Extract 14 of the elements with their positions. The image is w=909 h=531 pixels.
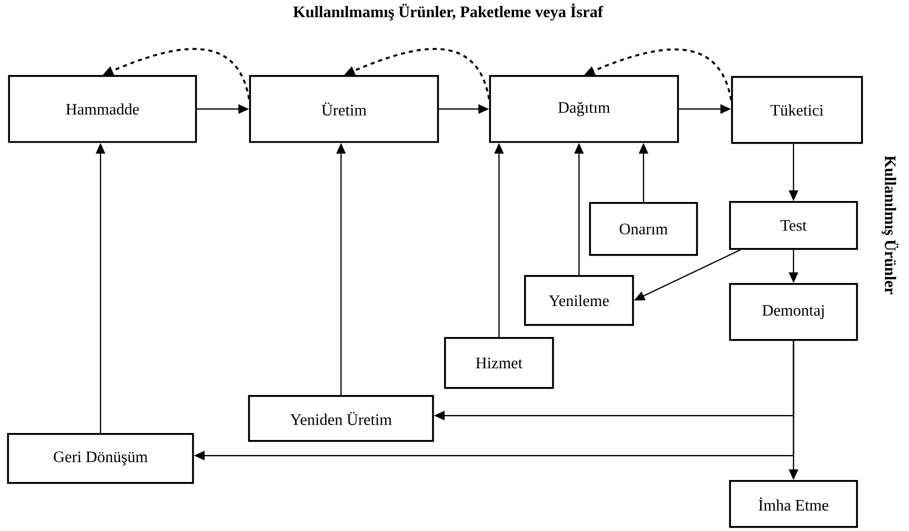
process-box: Onarım — [589, 202, 698, 256]
process-box: Geri Dönüşüm — [7, 433, 194, 484]
process-box: Test — [729, 201, 858, 250]
process-box: Yeniden Üretim — [248, 395, 434, 442]
process-box: Tüketici — [731, 76, 863, 144]
process-box: Yenileme — [524, 275, 634, 326]
process-box: Dağıtım — [489, 75, 679, 143]
process-box: Üretim — [249, 75, 439, 143]
process-box: İmha Etme — [729, 480, 858, 528]
diagram-label: Kullanılmamış Ürünler, Paketleme veya İsraf — [293, 3, 604, 21]
process-box: Demontaj — [729, 283, 858, 341]
process-box: Hizmet — [444, 337, 554, 389]
diagram-label: Kullanılmış Ürünler — [882, 156, 898, 294]
process-box: Hammadde — [8, 75, 197, 143]
